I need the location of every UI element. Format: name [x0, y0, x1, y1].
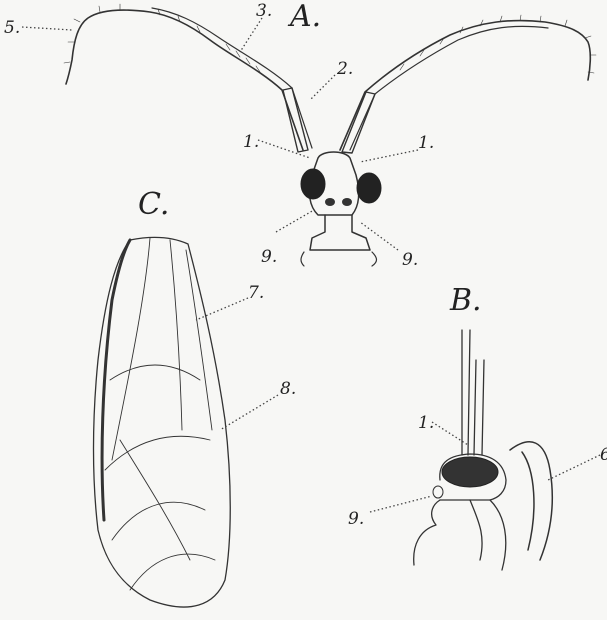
figure-a-right-antenna: [340, 21, 590, 150]
label-b-1: 1.: [418, 413, 434, 433]
figure-a-head-antennae: [22, 4, 596, 266]
label-a-1-left: 1.: [243, 132, 259, 152]
figure-b-label: B.: [449, 283, 482, 318]
figure-a-label: A.: [287, 0, 321, 34]
label-a-1-right: 1.: [418, 133, 434, 153]
figure-a-right-eye: [357, 173, 381, 203]
label-a-2: 2.: [336, 59, 353, 79]
label-c-8: 8.: [280, 379, 296, 399]
figure-a-left-antenna: [66, 10, 303, 150]
label-a-9-right: 9.: [402, 250, 418, 270]
figure-a-left-eye: [301, 169, 325, 199]
label-a-5: 5.: [4, 18, 20, 38]
label-a-3: 3.: [256, 1, 272, 21]
label-c-7: 7.: [248, 283, 264, 303]
figure-c-label: C.: [138, 187, 169, 222]
label-b-6: 6: [600, 445, 607, 465]
label-a-9-left: 9.: [261, 247, 277, 267]
figure-b-head-side: [370, 330, 600, 570]
label-b-9: 9.: [348, 509, 364, 529]
figure-b-eye: [442, 457, 498, 487]
